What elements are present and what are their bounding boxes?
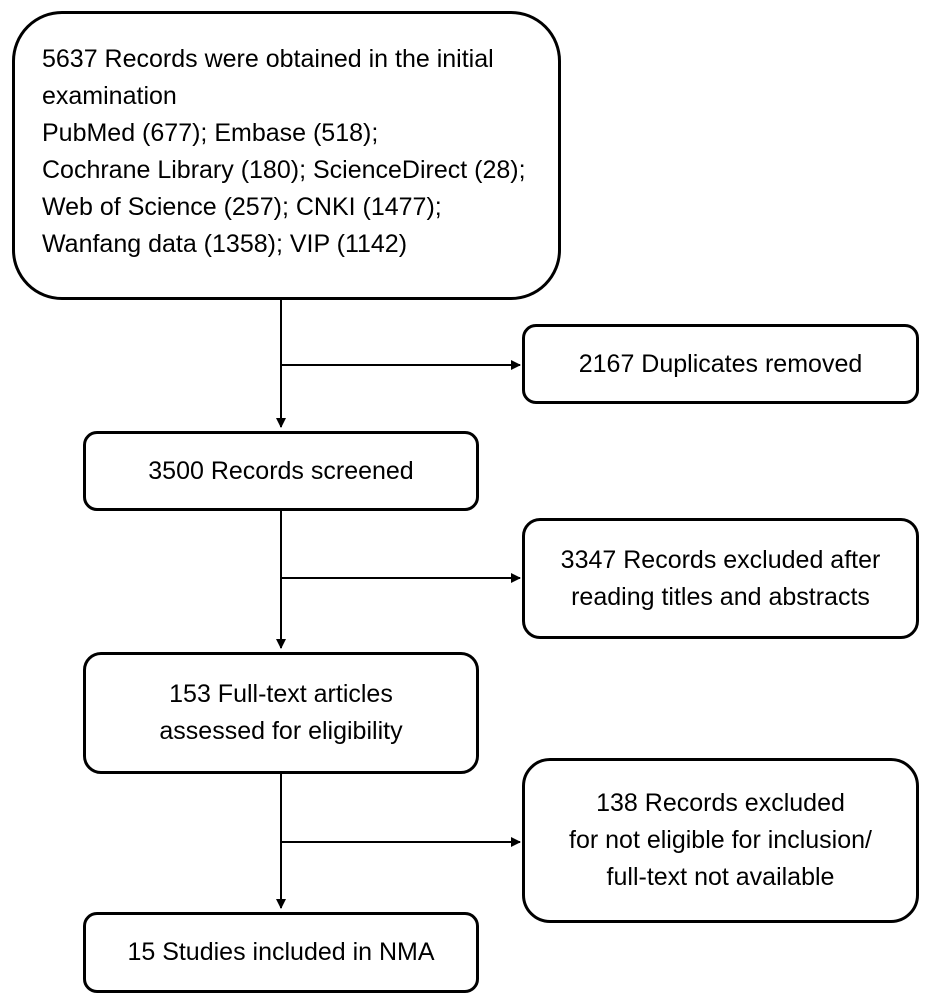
records-identified-line: Web of Science (257); CNKI (1477); xyxy=(42,193,442,221)
duplicates-removed-label: 2167 Duplicates removed xyxy=(578,349,863,378)
studies-included-box: 15 Studies included in NMA xyxy=(83,912,479,993)
records-identified-box: 5637 Records were obtained in the initia… xyxy=(12,11,561,300)
records-identified-line: PubMed (677); Embase (518); xyxy=(42,119,379,147)
full-text-assessed-box: 153 Full-text articles assessed for elig… xyxy=(83,652,479,774)
duplicates-removed-box: 2167 Duplicates removed xyxy=(522,324,919,404)
full-text-assessed-line: assessed for eligibility xyxy=(159,717,403,745)
records-excluded-screening-line: reading titles and abstracts xyxy=(571,582,870,611)
records-excluded-eligibility-line: for not eligible for inclusion/ xyxy=(569,826,872,854)
records-screened-box: 3500 Records screened xyxy=(83,431,479,511)
records-excluded-screening-box: 3347 Records excluded after reading titl… xyxy=(522,518,919,639)
records-identified-line: Cochrane Library (180); ScienceDirect (2… xyxy=(42,156,526,184)
studies-included-label: 15 Studies included in NMA xyxy=(127,938,435,966)
records-excluded-eligibility-box: 138 Records excluded for not eligible fo… xyxy=(522,758,919,923)
records-screened-label: 3500 Records screened xyxy=(148,456,414,485)
records-identified-line: Wanfang data (1358); VIP (1142) xyxy=(42,230,408,258)
records-excluded-eligibility-line: 138 Records excluded xyxy=(596,789,845,817)
full-text-assessed-line: 153 Full-text articles xyxy=(169,680,393,708)
records-identified-line: examination xyxy=(42,82,177,110)
records-excluded-screening-line: 3347 Records excluded after xyxy=(560,545,881,574)
records-identified-line: 5637 Records were obtained in the initia… xyxy=(42,45,494,73)
records-excluded-eligibility-line: full-text not available xyxy=(606,863,835,891)
